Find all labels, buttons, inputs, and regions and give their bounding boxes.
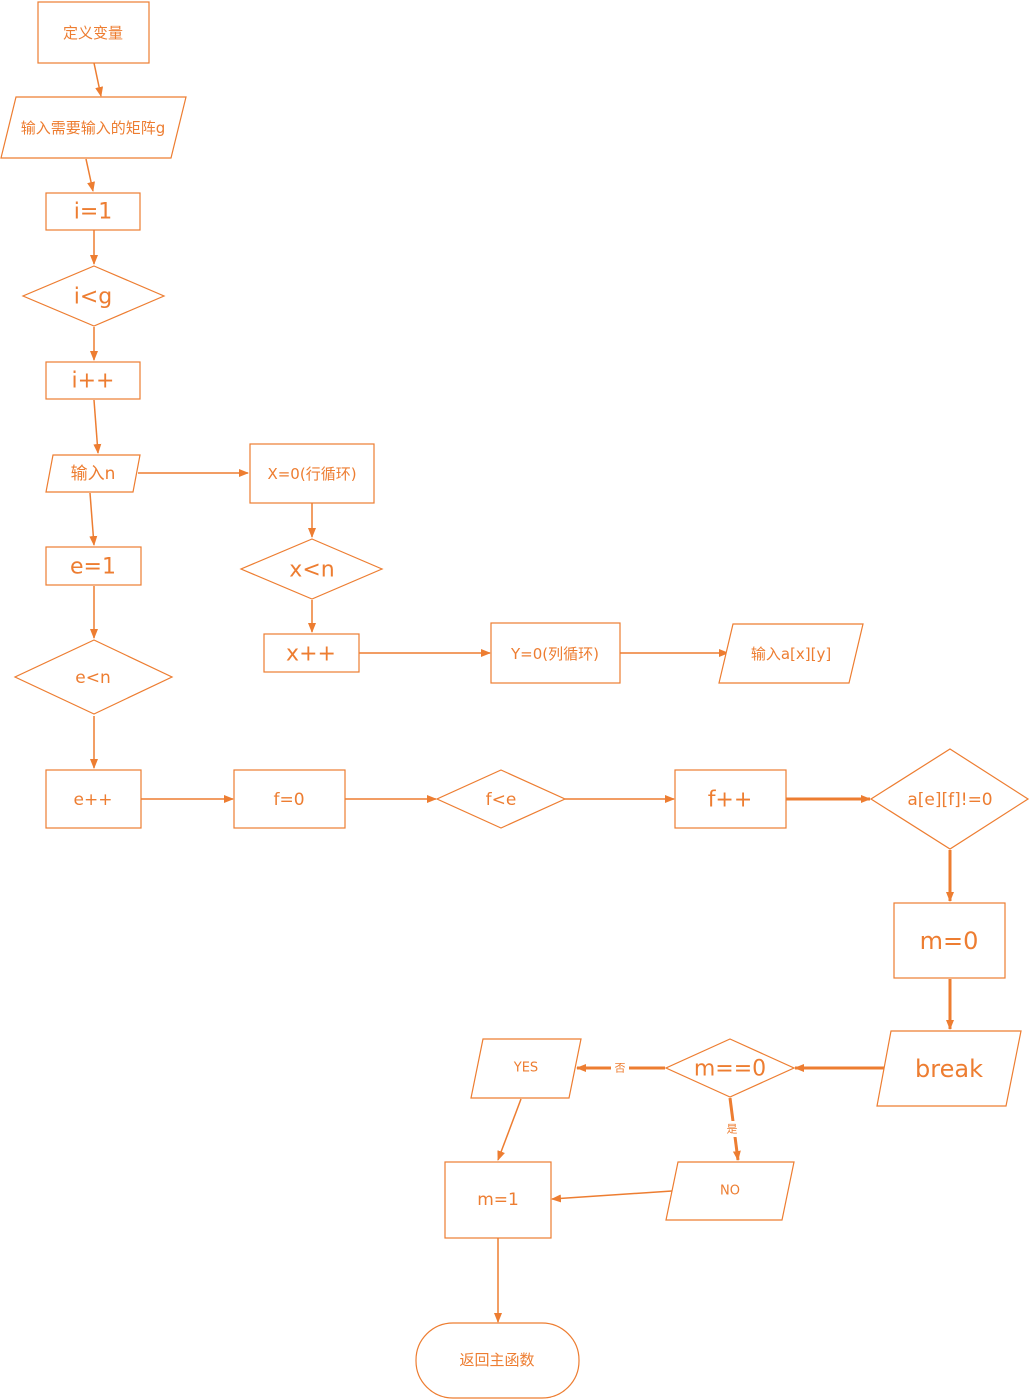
node-e-init-label: e=1	[70, 555, 116, 580]
node-break-label: break	[915, 1055, 983, 1083]
node-no[interactable]: NO	[665, 1161, 795, 1221]
node-define-vars[interactable]: 定义变量	[37, 1, 150, 64]
node-break[interactable]: break	[876, 1030, 1022, 1107]
node-i-init-label: i=1	[74, 200, 113, 225]
node-input-matrix-label: 输入需要输入的矩阵g	[21, 119, 166, 137]
node-e-cond-label: e<n	[75, 668, 110, 688]
node-i-cond-label: i<g	[74, 285, 113, 310]
edge-no-to-m-one	[551, 1190, 673, 1203]
node-x-cond-label: x<n	[289, 558, 334, 583]
node-e-inc[interactable]: e++	[45, 769, 142, 829]
node-input-n-label: 输入n	[71, 464, 116, 484]
node-no-label: NO	[720, 1184, 740, 1199]
node-m-zero-label: m=0	[920, 927, 979, 955]
node-f-inc[interactable]: f++	[674, 769, 787, 829]
node-input-axy[interactable]: 输入a[x][y]	[718, 623, 864, 684]
node-m-one-label: m=1	[477, 1190, 519, 1210]
node-define-vars-label: 定义变量	[63, 24, 123, 42]
node-i-cond[interactable]: i<g	[21, 265, 166, 327]
node-a-cond-label: a[e][f]!=0	[907, 790, 992, 810]
edge-input-to-i-init	[85, 158, 95, 192]
edge-define-to-input	[93, 62, 104, 97]
node-return-main[interactable]: 返回主函数	[415, 1322, 580, 1399]
node-y-init-label: Y=0(列循环)	[510, 645, 599, 663]
node-x-init-label: X=0(行循环)	[267, 465, 356, 483]
edge-label-no: 否	[615, 1062, 626, 1075]
node-i-init[interactable]: i=1	[45, 192, 141, 231]
node-m-one[interactable]: m=1	[444, 1161, 552, 1239]
edges	[85, 62, 954, 1323]
node-input-n[interactable]: 输入n	[45, 454, 141, 493]
node-f-inc-label: f++	[708, 788, 753, 813]
node-return-main-label: 返回主函数	[459, 1351, 534, 1369]
node-e-init[interactable]: e=1	[45, 546, 142, 586]
node-m-zero[interactable]: m=0	[893, 902, 1006, 979]
node-x-inc-label: x++	[286, 642, 336, 667]
edge-input-n-to-e-init	[89, 492, 98, 546]
node-f-cond-label: f<e	[486, 790, 517, 810]
node-input-matrix[interactable]: 输入需要输入的矩阵g	[0, 96, 187, 159]
node-x-cond[interactable]: x<n	[239, 538, 384, 600]
node-e-inc-label: e++	[74, 790, 113, 810]
edge-i-inc-to-input-n	[93, 399, 102, 454]
node-x-init[interactable]: X=0(行循环)	[249, 443, 375, 504]
node-m-check[interactable]: m==0	[664, 1038, 796, 1098]
edge-labels: 否 是	[611, 1060, 741, 1137]
edge-label-yes: 是	[727, 1123, 738, 1136]
node-input-axy-label: 输入a[x][y]	[751, 645, 831, 663]
node-yes-label: YES	[513, 1061, 538, 1076]
node-i-inc[interactable]: i++	[45, 361, 141, 400]
node-f-cond[interactable]: f<e	[435, 769, 567, 829]
node-i-inc-label: i++	[72, 369, 115, 394]
node-e-cond[interactable]: e<n	[13, 639, 174, 715]
node-x-inc[interactable]: x++	[263, 633, 360, 673]
node-f-init[interactable]: f=0	[233, 769, 346, 829]
node-f-init-label: f=0	[273, 790, 304, 810]
node-y-init[interactable]: Y=0(列循环)	[490, 622, 621, 684]
node-a-cond[interactable]: a[e][f]!=0	[869, 748, 1030, 850]
edge-yes-to-m-one	[497, 1098, 522, 1161]
node-yes[interactable]: YES	[470, 1038, 582, 1099]
node-m-check-label: m==0	[694, 1057, 766, 1082]
